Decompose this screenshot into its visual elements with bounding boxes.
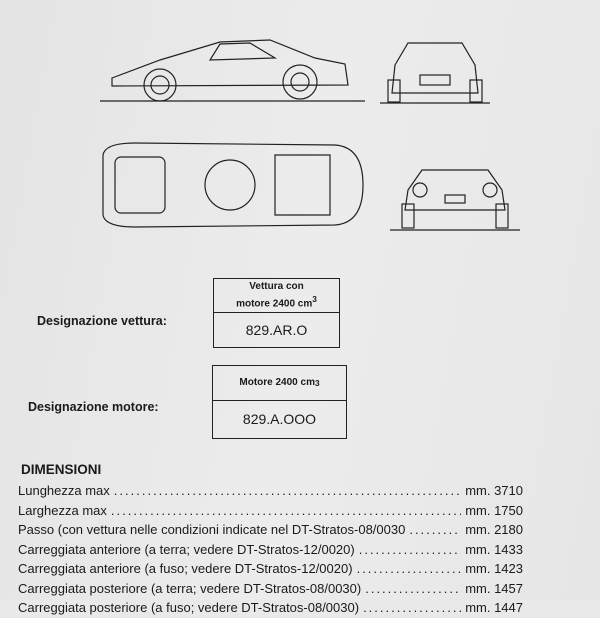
- dimension-name: Carreggiata anteriore (a terra; vedere D…: [18, 541, 355, 557]
- dimension-value: mm. 3710: [465, 483, 523, 499]
- dot-leader: [359, 542, 461, 557]
- dot-leader: [409, 522, 461, 537]
- dot-leader: [365, 581, 461, 596]
- dimension-value: mm. 1423: [465, 561, 523, 577]
- header-text: Motore 2400 cm: [239, 377, 315, 388]
- vehicle-designation-label: Designazione vettura:: [37, 314, 167, 328]
- dimension-value: mm. 1457: [465, 580, 523, 596]
- dimensions-section: DIMENSIONI Lunghezza max mm. 3710Larghezz…: [18, 462, 523, 618]
- dimension-name: Carreggiata anteriore (a fuso; vedere DT…: [18, 561, 353, 577]
- vehicle-designation-code: 829.AR.O: [245, 321, 308, 338]
- dimension-row: Larghezza max mm. 1750: [18, 501, 523, 521]
- dimension-row: Carreggiata anteriore (a terra; vedere D…: [18, 540, 523, 560]
- document-page: Designazione vettura: Vettura con motore…: [0, 0, 600, 600]
- dot-leader: [111, 503, 461, 518]
- dimension-name: Passo (con vettura nelle condizioni indi…: [18, 522, 406, 538]
- dot-leader: [114, 483, 461, 498]
- car-front-view-drawing: [390, 169, 520, 231]
- dimension-name: Carreggiata posteriore (a fuso; vedere D…: [18, 600, 360, 616]
- dimension-value: mm. 1750: [465, 502, 523, 518]
- engine-designation-label: Designazione motore:: [28, 400, 159, 414]
- dimension-name: Carreggiata posteriore (a terra; vedere …: [18, 580, 362, 596]
- dimension-name: Larghezza max: [18, 502, 107, 518]
- dimension-row: Carreggiata anteriore (a fuso; vedere DT…: [18, 559, 523, 579]
- dimension-row: Carreggiata posteriore (a terra; vedere …: [18, 579, 523, 599]
- dimension-row: Carreggiata posteriore (a fuso; vedere D…: [18, 598, 523, 618]
- header-sup: 3: [312, 293, 317, 304]
- dot-leader: [357, 561, 462, 576]
- car-side-view-drawing: [100, 39, 365, 102]
- header-line: motore 2400 cm3: [236, 293, 317, 310]
- header-text: motore 2400 cm: [236, 298, 313, 310]
- dimension-row: Passo (con vettura nelle condizioni indi…: [18, 520, 523, 540]
- car-rear-view-drawing: [380, 42, 490, 104]
- dot-leader: [363, 600, 461, 615]
- header-sup: 3: [314, 378, 320, 388]
- engine-designation-code: 829.A.OOO: [242, 411, 317, 427]
- header-line: Vettura con: [249, 280, 304, 292]
- vehicle-designation-header: Vettura con motore 2400 cm3: [214, 279, 339, 313]
- dimension-value: mm. 2180: [465, 522, 523, 538]
- vehicle-designation-box: Vettura con motore 2400 cm3 829.AR.O: [213, 278, 340, 348]
- dimension-value: mm. 1447: [465, 600, 523, 616]
- car-top-view-drawing: [102, 142, 364, 228]
- dimension-value: mm. 1433: [465, 541, 523, 557]
- dimension-name: Lunghezza max: [18, 483, 110, 499]
- dimensions-title: DIMENSIONI: [21, 462, 102, 477]
- dimension-row: Lunghezza max mm. 3710: [18, 481, 523, 501]
